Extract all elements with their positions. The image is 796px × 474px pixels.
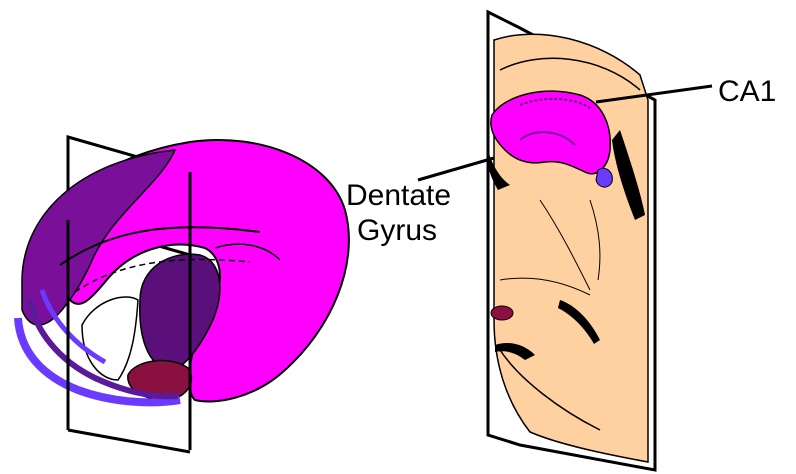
violet-spot xyxy=(596,168,612,187)
slice-maroon-structure xyxy=(491,306,513,320)
right-coronal-slice-figure xyxy=(488,12,655,470)
slice-plane-front-edge-bottom xyxy=(68,430,190,452)
dentate-leader-line xyxy=(418,158,494,180)
inner-cavity xyxy=(82,297,138,380)
dentate-label-line2: Gyrus xyxy=(357,214,437,247)
ca1-label: CA1 xyxy=(718,75,776,108)
left-hippocampus-figure xyxy=(18,137,349,452)
dentate-label-line1: Dentate xyxy=(346,179,451,212)
